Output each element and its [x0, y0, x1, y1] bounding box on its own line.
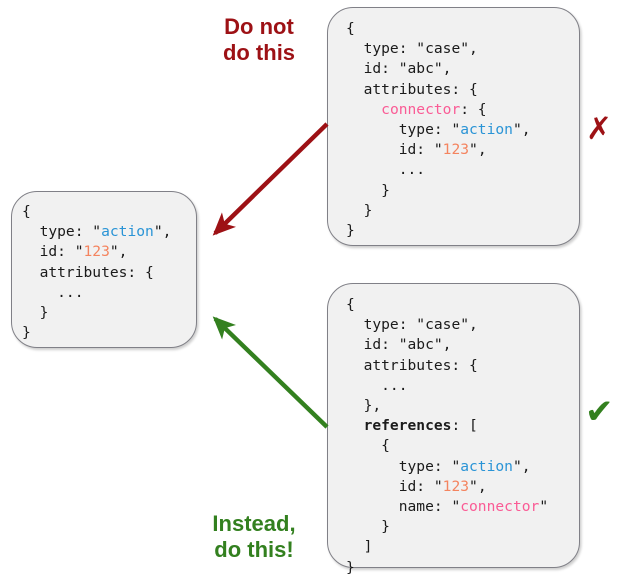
code-box-case-references: { type: "case", id: "abc", attributes: {…	[327, 283, 580, 576]
instead-do-this-label: Instead, do this!	[212, 511, 296, 562]
cross-icon: ✗	[586, 111, 612, 147]
green-arrow-reference	[212, 316, 329, 429]
code-block-action-object: { type: "action", id: "123", attributes:…	[22, 203, 172, 342]
code-box-action-object: { type: "action", id: "123", attributes:…	[11, 191, 197, 348]
code-block-case-inline-connector: { type: "case", id: "abc", attributes: {…	[346, 20, 531, 240]
do-not-do-this-label: Do not do this	[222, 14, 296, 65]
red-arrow-inline-connector	[212, 122, 329, 236]
code-box-case-inline-connector: { type: "case", id: "abc", attributes: {…	[327, 7, 580, 246]
code-block-case-references: { type: "case", id: "abc", attributes: {…	[346, 296, 549, 576]
check-icon: ✔	[585, 392, 614, 432]
